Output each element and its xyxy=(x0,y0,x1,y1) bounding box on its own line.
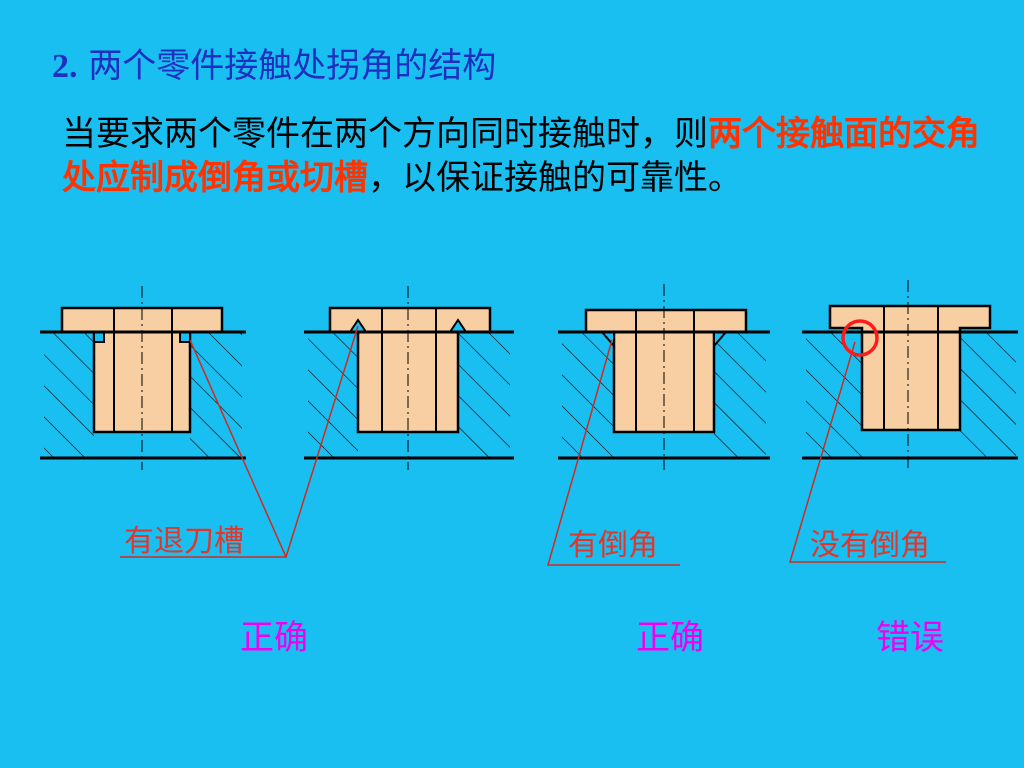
bushing-part xyxy=(828,304,992,432)
hatched-block-right xyxy=(714,332,766,458)
leader-no-chamfer xyxy=(788,341,946,563)
slide-heading: 2. 两个零件接触处拐角的结构 xyxy=(52,38,496,87)
paragraph-part-1: 当要求两个零件在两个方向同时接触时，则 xyxy=(62,114,708,154)
diagram-groove xyxy=(40,286,246,470)
diagram-v-groove xyxy=(304,286,514,470)
verdict-wrong: 错误 xyxy=(876,618,944,658)
leader-groove-2 xyxy=(285,325,359,558)
hatched-block-left xyxy=(562,332,614,458)
verdict-correct-2: 正确 xyxy=(636,618,704,658)
verdict-correct-1: 正确 xyxy=(240,618,308,658)
hatched-block-right xyxy=(960,332,1016,458)
problem-highlight-circle xyxy=(841,319,879,357)
label-groove: 有退刀槽 xyxy=(124,524,244,559)
description-paragraph: 当要求两个零件在两个方向同时接触时，则两个接触面的交角处应制成倒角或切槽，以保证… xyxy=(62,112,992,200)
label-chamfer: 有倒角 xyxy=(568,528,658,563)
heading-text: 两个零件接触处拐角的结构 xyxy=(88,46,497,86)
leader-chamfer xyxy=(547,339,680,566)
paragraph-part-2: ，以保证接触的可靠性。 xyxy=(368,158,742,198)
leader-lines xyxy=(120,325,946,566)
paragraph-highlight: 两个接触面的交角处应制成倒角或切槽 xyxy=(62,114,980,198)
hatched-block-left xyxy=(806,332,862,458)
heading-number: 2. xyxy=(52,48,78,85)
hatched-block-right xyxy=(458,332,510,458)
diagram-chamfer xyxy=(558,284,770,470)
hatched-block-left xyxy=(44,332,94,458)
label-no-chamfer: 没有倒角 xyxy=(810,528,930,563)
diagram-no-chamfer xyxy=(802,280,1018,470)
